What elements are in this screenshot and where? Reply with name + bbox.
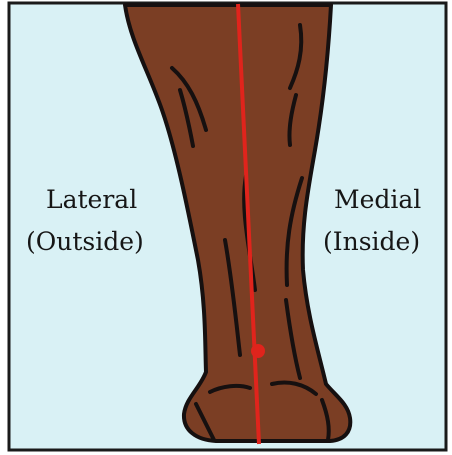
lateral-label: Lateral [46, 183, 137, 217]
outside-label: (Outside) [26, 225, 144, 259]
inside-label: (Inside) [323, 225, 420, 259]
medial-label: Medial [334, 183, 421, 217]
alignment-point [251, 344, 265, 358]
